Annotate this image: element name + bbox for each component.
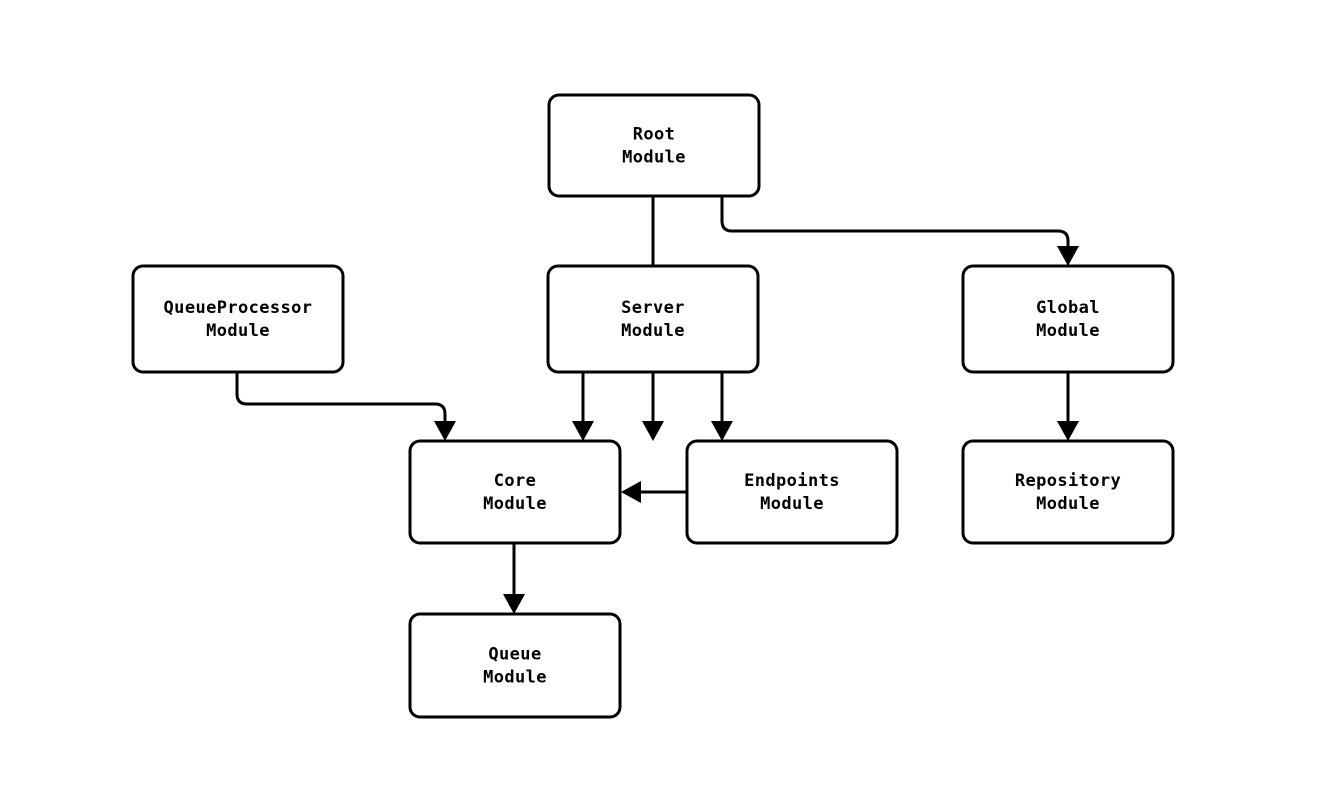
- global-module-node-label-line2: Module: [1036, 321, 1100, 341]
- edge-server-to-core: [572, 372, 594, 441]
- endpoints-module-node-box[interactable]: [685, 439, 899, 545]
- edge-root-to-global-line: [720, 196, 1070, 261]
- queueprocessor-module-node-label-line2: Module: [206, 321, 270, 341]
- queue-module-node-box[interactable]: [408, 612, 622, 719]
- edge-endpoints-to-core-arrowhead: [621, 481, 641, 503]
- edge-root-to-global-arrowhead: [1057, 246, 1079, 266]
- edge-global-to-repository: [1057, 372, 1079, 441]
- global-module-node-box[interactable]: [961, 264, 1175, 374]
- root-module-node-label-line2: Module: [622, 148, 686, 168]
- core-module-node-label-line1: Core: [494, 471, 537, 491]
- root-module-node-box[interactable]: [547, 93, 761, 198]
- nodes-layer: RootModuleQueueProcessorModuleServerModu…: [131, 93, 1175, 719]
- global-module-node-label-line1: Global: [1036, 298, 1100, 318]
- edge-server-to-endpoints-arrowhead: [711, 421, 733, 441]
- edge-core-to-queue-arrowhead: [503, 594, 525, 614]
- repository-module-node-box[interactable]: [961, 439, 1175, 545]
- core-module-node-label-line2: Module: [483, 494, 547, 514]
- edge-queueprocessor-to-core-arrowhead: [434, 421, 456, 441]
- queue-module-node-label-line2: Module: [483, 668, 547, 688]
- edge-queueprocessor-to-core-line: [235, 372, 447, 436]
- edge-queueprocessor-to-core: [235, 372, 456, 441]
- edge-global-to-repository-arrowhead: [1057, 421, 1079, 441]
- edge-root-to-server-arrowhead: [642, 421, 664, 441]
- repository-module-node-label-line1: Repository: [1015, 471, 1121, 491]
- server-module-node-label-line2: Module: [621, 321, 685, 341]
- queueprocessor-module-node-label-line1: QueueProcessor: [164, 298, 313, 318]
- core-module-node-box[interactable]: [408, 439, 622, 545]
- edge-endpoints-to-core: [621, 481, 687, 503]
- repository-module-node-label-line2: Module: [1036, 494, 1100, 514]
- edge-core-to-queue: [503, 543, 525, 614]
- root-module-node-label-line1: Root: [633, 125, 676, 145]
- server-module-node-box[interactable]: [546, 264, 760, 374]
- edge-server-to-core-arrowhead: [572, 421, 594, 441]
- edge-root-to-global: [720, 196, 1079, 266]
- queue-module-node-label-line1: Queue: [488, 645, 541, 665]
- queueprocessor-module-node-box[interactable]: [131, 264, 345, 374]
- edge-server-to-endpoints: [711, 372, 733, 441]
- server-module-node-label-line1: Server: [621, 298, 685, 318]
- edges-layer: [235, 196, 1079, 614]
- endpoints-module-node-label-line1: Endpoints: [744, 471, 840, 491]
- endpoints-module-node-label-line2: Module: [760, 494, 824, 514]
